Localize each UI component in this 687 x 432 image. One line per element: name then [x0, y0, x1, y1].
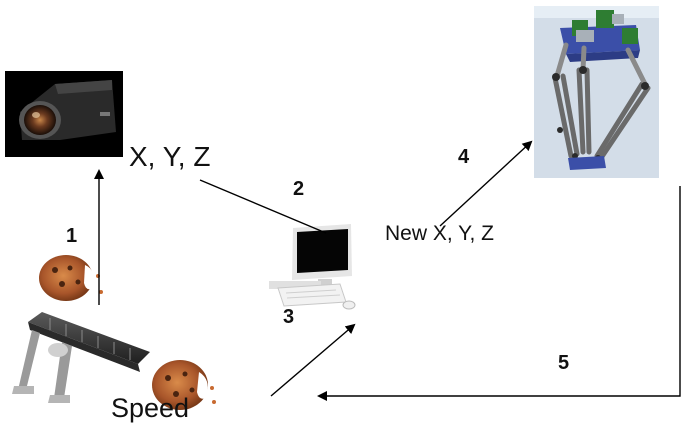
arrow-4	[439, 140, 533, 227]
speed-label: Speed	[111, 393, 190, 423]
cookie-image-2	[152, 360, 216, 410]
cookie-image	[39, 255, 103, 301]
step-2-label: 2	[293, 178, 305, 200]
step-3-label: 3	[283, 306, 295, 328]
computer-image	[269, 224, 356, 310]
arrow-3	[270, 323, 356, 397]
coordinates-label: X, Y, Z	[129, 141, 211, 172]
connector-2	[199, 179, 327, 234]
conveyor-belt-image	[12, 312, 150, 403]
camera-image	[5, 71, 123, 157]
step-5-label: 5	[558, 352, 570, 374]
delta-robot-image	[534, 6, 659, 178]
arrow-5	[317, 186, 681, 401]
new-coordinates-label: New X, Y, Z	[385, 222, 494, 245]
step-4-label: 4	[458, 146, 470, 168]
step-1-label: 1	[66, 225, 78, 247]
